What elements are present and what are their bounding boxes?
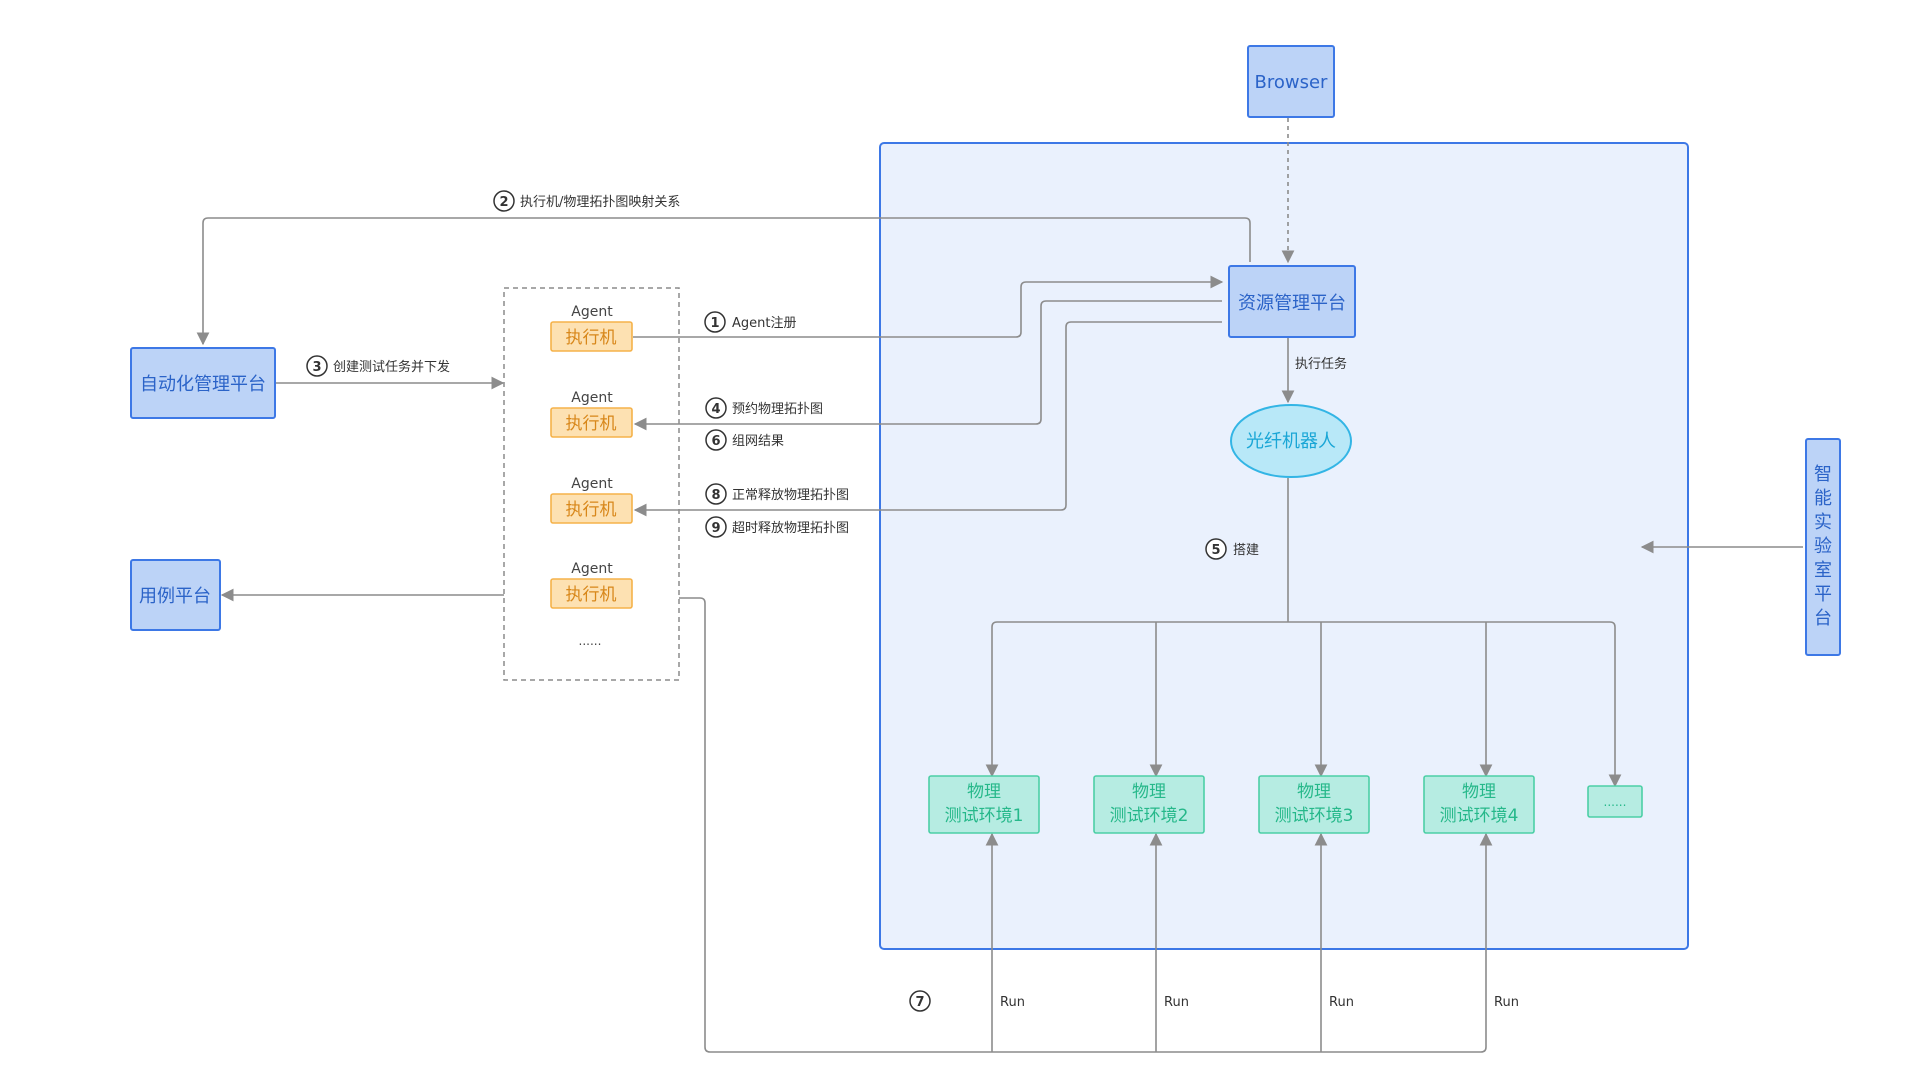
step-badge — [306, 355, 328, 377]
edge-step2 — [196, 217, 1251, 346]
fiber-robot-node[interactable] — [1230, 404, 1352, 478]
step-label: 执行机/物理拓扑图映射关系 — [520, 194, 680, 210]
env-line2: 测试环境4 — [1440, 806, 1519, 826]
executor-node[interactable] — [550, 321, 633, 352]
agent-label: Agent — [571, 476, 613, 492]
edge-labels: 2 执行机/物理拓扑图映射关系 1 Agent注册 3 创建测试任务并下发 4 … — [306, 190, 1519, 1012]
exec-task-label: 执行任务 — [1295, 356, 1347, 372]
run-label: Run — [1329, 995, 1354, 1010]
step-badge — [705, 516, 727, 538]
agent-1[interactable]: Agent 执行机 — [550, 304, 633, 352]
smart-lab-char: 平 — [1814, 584, 1832, 605]
step-number: 2 — [499, 195, 508, 210]
executor-node[interactable] — [550, 578, 633, 609]
run-label: Run — [1494, 995, 1519, 1010]
smart-lab-char: 室 — [1814, 560, 1832, 581]
automation-platform-node[interactable] — [130, 347, 276, 419]
agent-3[interactable]: Agent 执行机 — [550, 476, 633, 524]
executor-label: 执行机 — [566, 500, 617, 520]
step-badge — [909, 990, 931, 1012]
smart-lab-char: 能 — [1814, 488, 1832, 509]
env-more[interactable]: ...... — [1587, 785, 1643, 818]
step-number: 4 — [711, 402, 720, 417]
env-line1: 物理 — [967, 782, 1001, 802]
smart-lab-platform-label: 智 能 实 验 室 平 台 — [1814, 464, 1832, 629]
executor-node[interactable] — [550, 493, 633, 524]
run-label: Run — [1000, 995, 1025, 1010]
edge-step1 — [633, 275, 1224, 338]
edge-bus — [991, 621, 1616, 628]
smart-lab-char: 智 — [1814, 464, 1832, 485]
browser-label: Browser — [1255, 72, 1329, 93]
env-line1: 物理 — [1132, 782, 1166, 802]
step-label: 预约物理拓扑图 — [732, 402, 823, 417]
smart-lab-char: 验 — [1814, 536, 1832, 557]
agent-label: Agent — [571, 561, 613, 577]
env-node[interactable] — [1258, 775, 1370, 834]
step-badge — [705, 397, 727, 419]
step-number: 8 — [711, 488, 720, 503]
env-node[interactable] — [1423, 775, 1535, 834]
step-number: 7 — [915, 995, 924, 1010]
env-line2: 测试环境2 — [1110, 806, 1189, 826]
automation-platform-label: 自动化管理平台 — [140, 374, 266, 395]
step-number: 9 — [711, 521, 720, 536]
executor-label: 执行机 — [566, 585, 617, 605]
executor-label: 执行机 — [566, 328, 617, 348]
edge-step7 — [679, 597, 1493, 1053]
env-2[interactable]: 物理 测试环境2 — [1093, 775, 1205, 834]
step-label: 正常释放物理拓扑图 — [732, 488, 849, 503]
env-line1: 物理 — [1462, 782, 1496, 802]
resource-platform-node[interactable] — [1228, 265, 1356, 338]
env-node[interactable] — [1587, 785, 1643, 818]
fiber-robot-label: 光纤机器人 — [1246, 431, 1336, 452]
env-node[interactable] — [928, 775, 1040, 834]
case-platform-node[interactable] — [130, 559, 221, 631]
smart-lab-char: 台 — [1814, 608, 1832, 629]
env-line2: 测试环境1 — [945, 806, 1024, 826]
step-label: 超时释放物理拓扑图 — [732, 521, 849, 536]
case-platform-label: 用例平台 — [139, 586, 211, 607]
env-line1: 物理 — [1297, 782, 1331, 802]
step-badge — [704, 311, 726, 333]
resource-platform-label: 资源管理平台 — [1238, 293, 1346, 314]
step-badge — [705, 429, 727, 451]
edge-step8 — [633, 321, 1222, 517]
agents-more: ...... — [579, 634, 602, 648]
step-label: 搭建 — [1233, 542, 1259, 558]
step-number: 5 — [1211, 543, 1220, 558]
step-badge — [705, 483, 727, 505]
step-badge — [1205, 538, 1227, 560]
agent-group — [503, 287, 680, 681]
run-label: Run — [1164, 995, 1189, 1010]
step-number: 3 — [312, 360, 321, 375]
smart-lab-char: 实 — [1814, 512, 1832, 533]
agent-4[interactable]: Agent 执行机 — [550, 561, 633, 609]
env-4[interactable]: 物理 测试环境4 — [1423, 775, 1535, 834]
agent-label: Agent — [571, 304, 613, 320]
browser-node[interactable] — [1247, 45, 1335, 118]
agent-2[interactable]: Agent 执行机 — [550, 390, 633, 438]
step-label: 组网结果 — [732, 434, 784, 449]
agent-label: Agent — [571, 390, 613, 406]
step-label: Agent注册 — [732, 316, 796, 331]
edge-step4 — [633, 300, 1222, 431]
step-number: 1 — [710, 316, 719, 331]
env-1[interactable]: 物理 测试环境1 — [928, 775, 1040, 834]
executor-label: 执行机 — [566, 414, 617, 434]
env-line2: 测试环境3 — [1275, 806, 1354, 826]
step-number: 6 — [711, 434, 720, 449]
env-more-label: ...... — [1604, 795, 1627, 809]
env-3[interactable]: 物理 测试环境3 — [1258, 775, 1370, 834]
executor-node[interactable] — [550, 407, 633, 438]
env-node[interactable] — [1093, 775, 1205, 834]
step-badge — [493, 190, 515, 212]
smart-lab-platform-node[interactable] — [1805, 438, 1841, 656]
step-label: 创建测试任务并下发 — [333, 359, 450, 375]
connectors — [196, 118, 1803, 1053]
